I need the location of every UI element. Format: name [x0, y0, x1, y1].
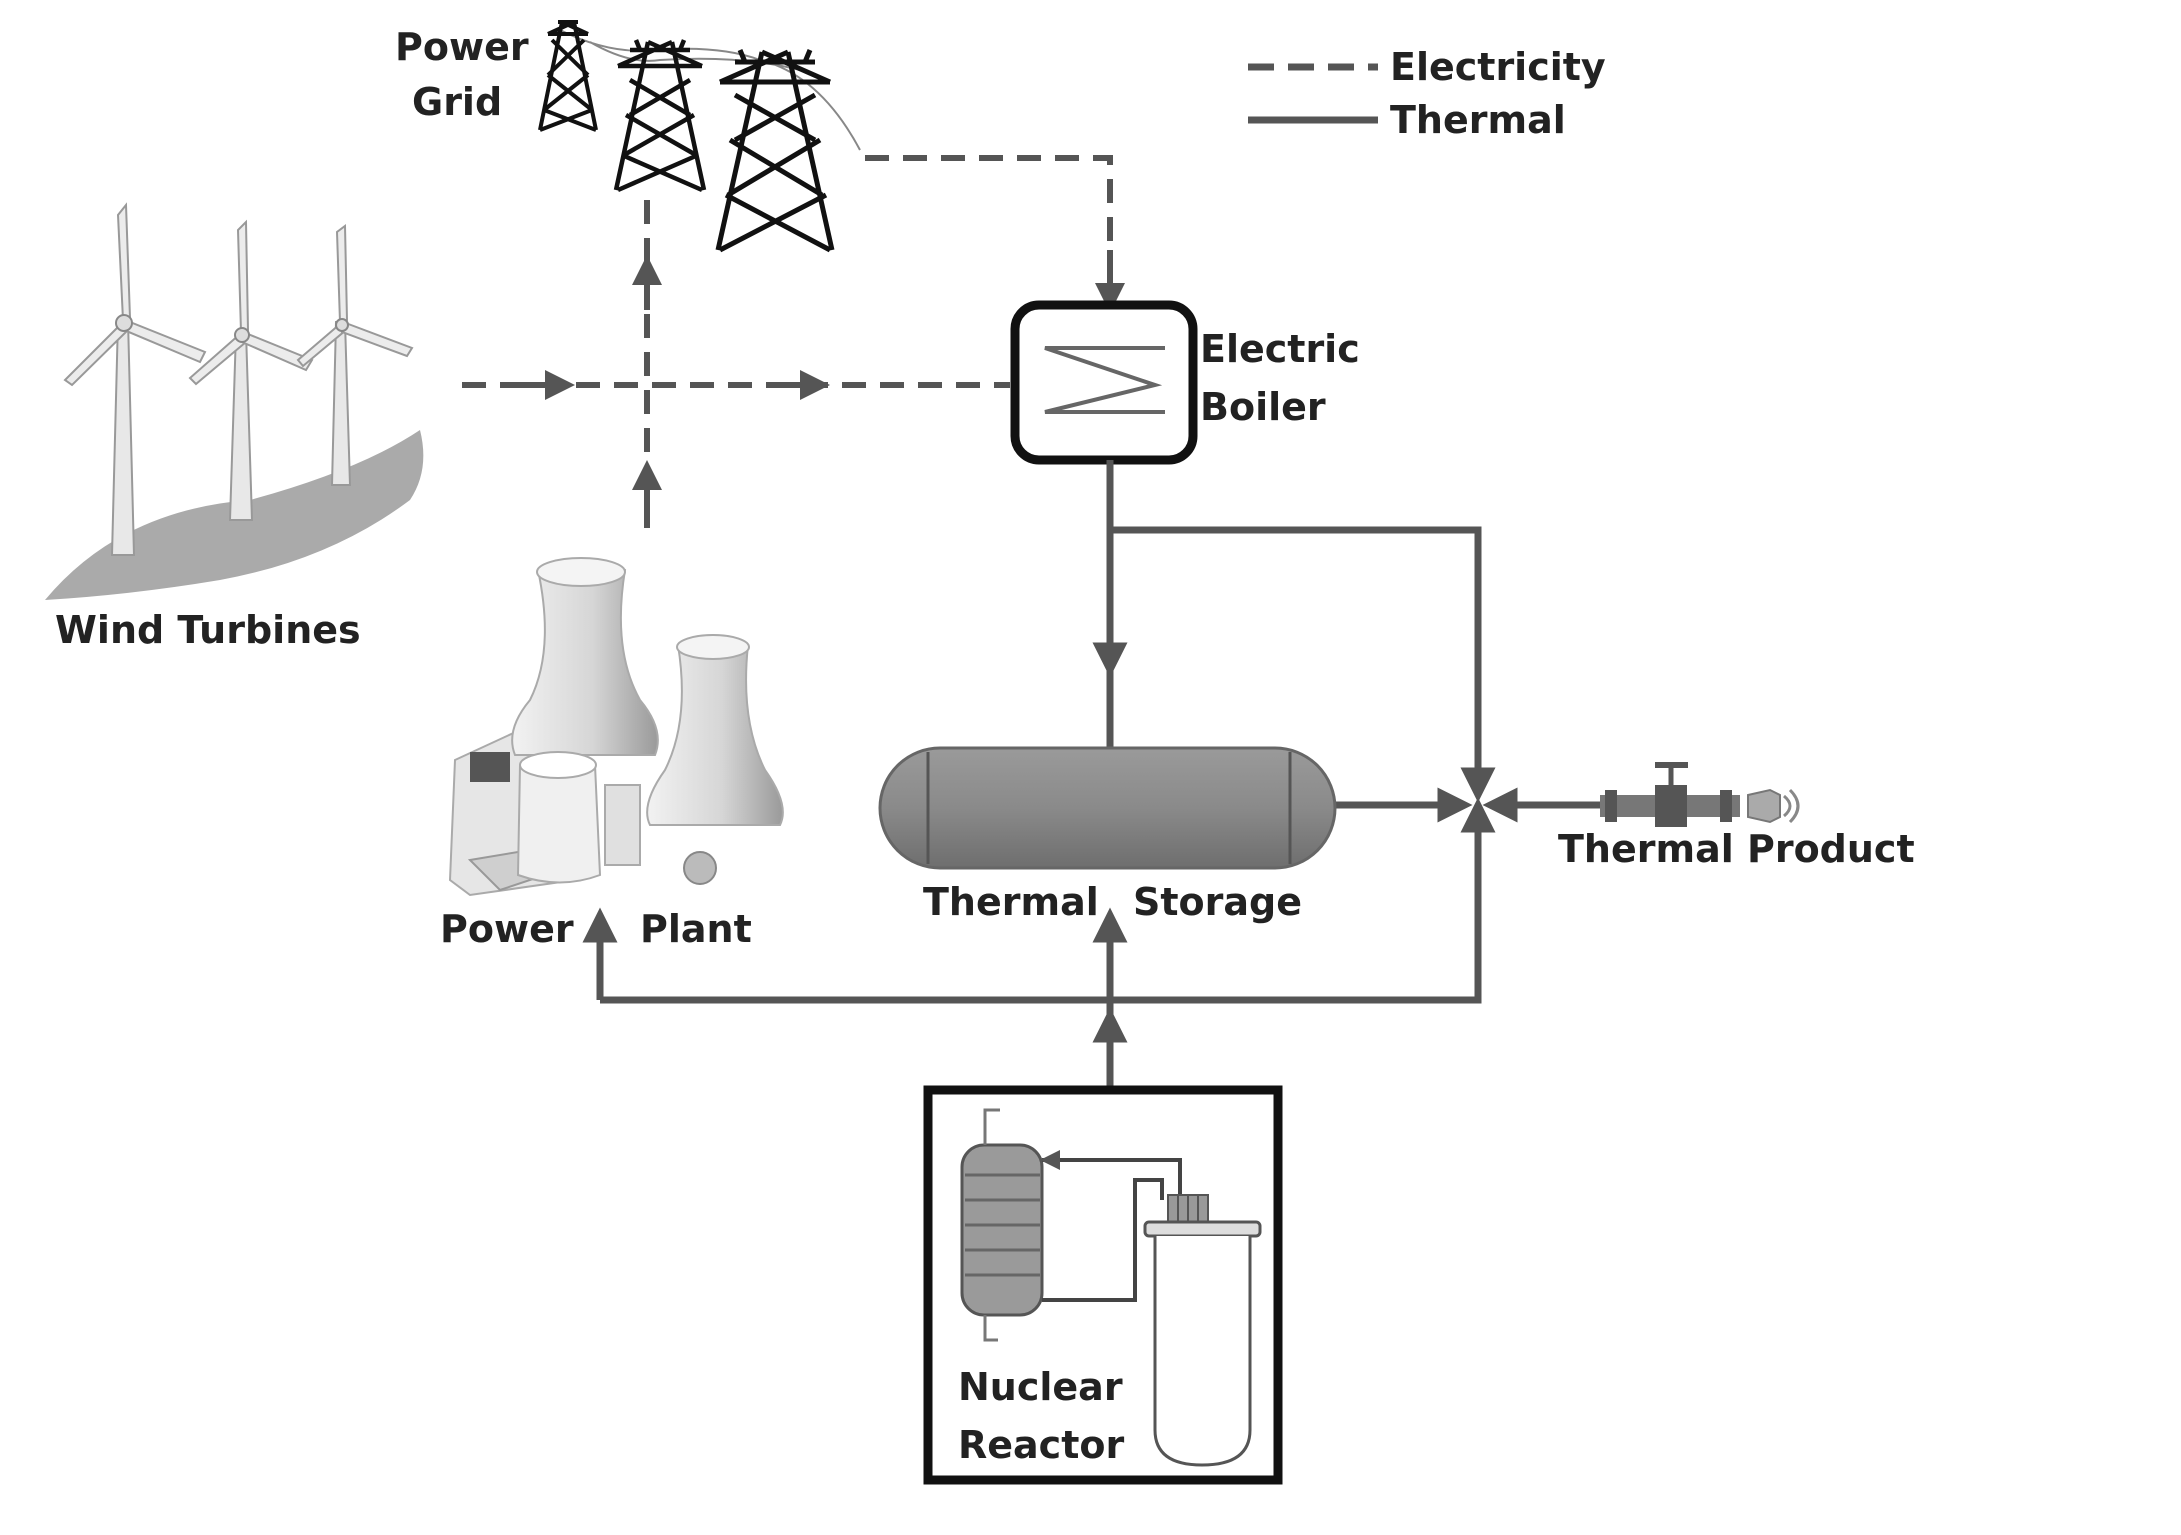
plant-building [604, 784, 641, 866]
heater-coil-icon [1044, 346, 1165, 414]
electricity-line-grid-to-boiler [865, 155, 1113, 290]
nuclear-reactor: Nuclear Reactor [923, 1085, 1283, 1485]
thermal-storage-tank [878, 746, 1337, 870]
plant-fan-icon [683, 851, 717, 885]
thermal-storage-label-right: Storage [1133, 880, 1302, 924]
grid-wires [559, 29, 861, 151]
steam-generator-nozzle [983, 1315, 998, 1342]
thermal-storage: Thermal Storage [878, 746, 1337, 924]
cooling-tower-icon [511, 561, 659, 756]
cooling-tower-top [536, 557, 626, 587]
steam-generator-icon [960, 1143, 1044, 1317]
pylon-icon [538, 20, 598, 132]
wind-turbines: Wind Turbines [45, 202, 424, 652]
steam-generator-nozzle [983, 1108, 1000, 1145]
outflow-waves-icon [1782, 788, 1800, 824]
pipe-flange [1605, 790, 1617, 822]
power-plant: Power Plant [440, 557, 784, 951]
nuclear-reactor-label-line2: Reactor [958, 1423, 1124, 1467]
power-grid: Power Grid [395, 20, 861, 253]
pylon-icon [613, 39, 707, 193]
power-plant-label-right: Plant [640, 907, 752, 951]
electric-boiler-label-line2: Boiler [1200, 385, 1326, 429]
wind-turbine-icon [296, 224, 414, 486]
thermal-storage-label-left: Thermal [923, 880, 1099, 924]
legend-thermal-label: Thermal [1390, 98, 1566, 142]
electric-boiler-label-line1: Electric [1200, 327, 1360, 371]
electricity-lines [462, 155, 1125, 540]
thermal-lines [582, 460, 1600, 1090]
power-grid-label-line2: Grid [412, 80, 502, 124]
pipe-flange [1720, 790, 1732, 822]
electric-boiler-box [1010, 300, 1198, 465]
cooling-tower-top [676, 634, 750, 660]
thermal-product: Thermal Product [1558, 762, 1915, 871]
power-grid-label-line1: Power [395, 25, 529, 69]
valve-icon [1655, 785, 1687, 827]
wind-turbine-icon [63, 202, 207, 556]
coolant-loop-pipe [1042, 1158, 1182, 1200]
plant-building-window [470, 752, 510, 782]
thermal-line-boiler-to-product [1110, 526, 1482, 770]
legend: Electricity Thermal [1248, 45, 1606, 142]
electric-boiler: Electric Boiler [1010, 300, 1360, 465]
reactor-vessel-flange [1143, 1220, 1262, 1238]
steam-generator-bands [965, 1173, 1040, 1277]
wind-turbines-label: Wind Turbines [55, 608, 361, 652]
thermal-product-label: Thermal Product [1558, 827, 1915, 871]
cooling-tower-icon [646, 637, 784, 826]
legend-electricity-label: Electricity [1390, 45, 1606, 89]
power-plant-label-left: Power [440, 907, 574, 951]
coolant-loop-pipe [1042, 1178, 1164, 1302]
pylon-icon [715, 49, 835, 253]
thermal-line-distribution [600, 830, 1482, 1004]
outlet-nozzle-icon [1747, 788, 1781, 824]
nuclear-reactor-label-line1: Nuclear [958, 1365, 1123, 1409]
wind-turbine-icon [188, 219, 314, 521]
reactor-vessel-icon [1153, 1236, 1252, 1467]
reactor-dome-top [519, 751, 597, 779]
